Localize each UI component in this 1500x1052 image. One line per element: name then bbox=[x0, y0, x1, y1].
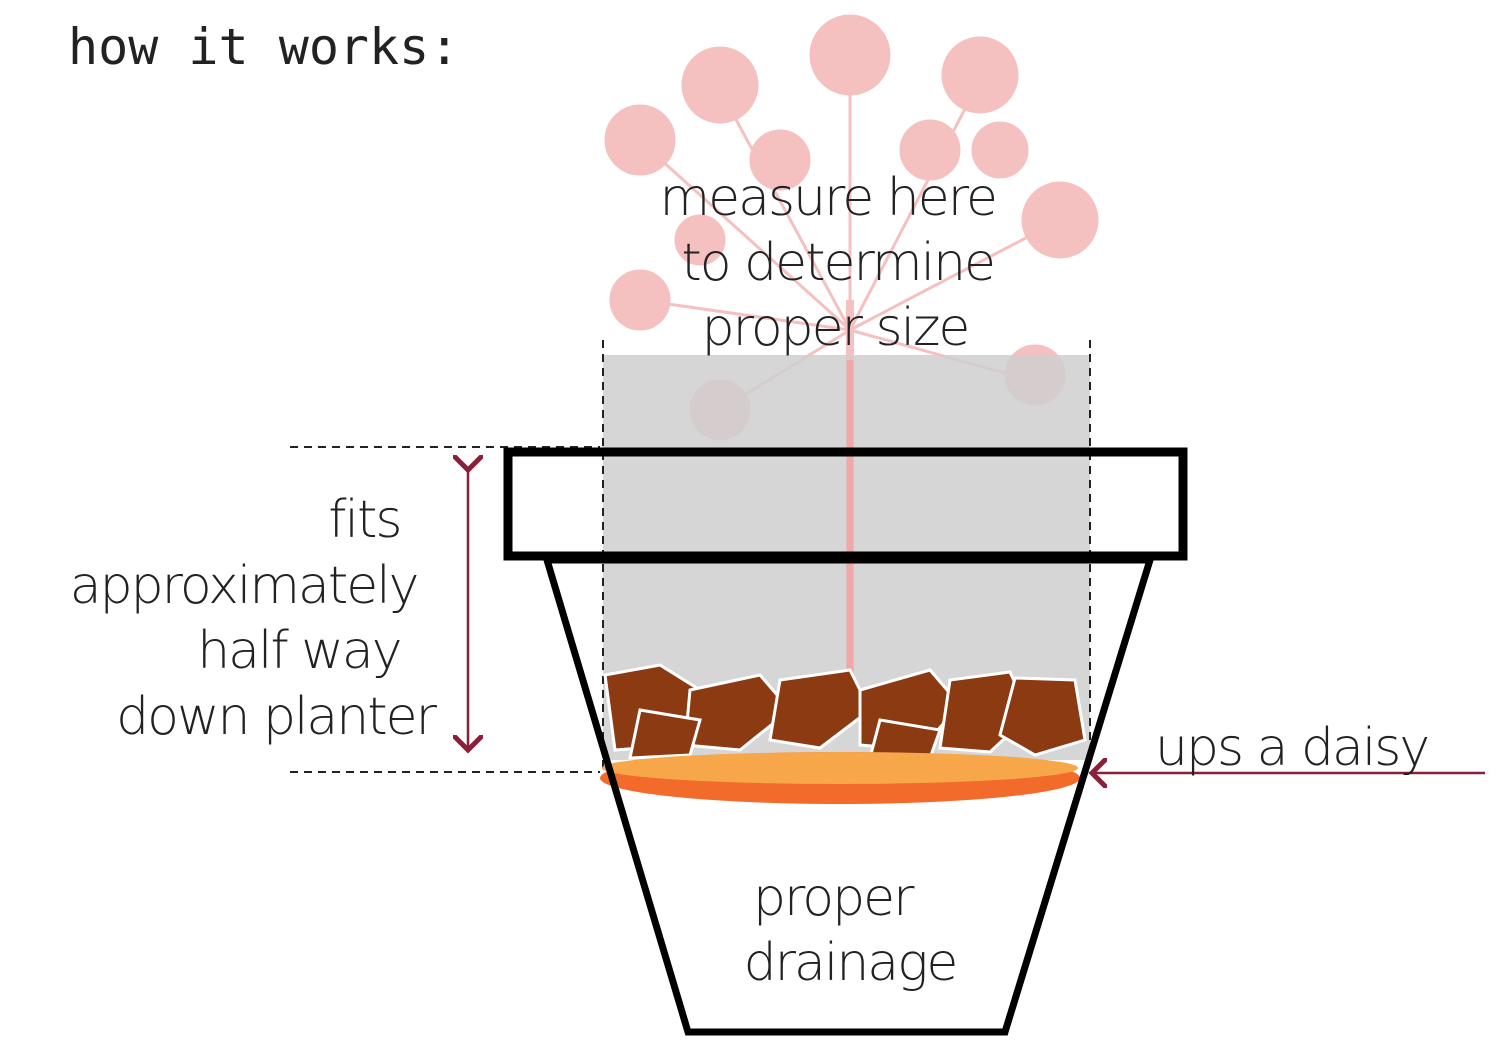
diagram-title: how it works: bbox=[68, 18, 459, 76]
daisy-label: ups a daisy bbox=[1155, 718, 1428, 778]
pot-rim bbox=[503, 447, 1188, 561]
saucer-top bbox=[602, 752, 1078, 784]
fits-label: fits approximately half way down planter bbox=[70, 490, 438, 747]
measure-label: measure here to determine proper size bbox=[659, 168, 1010, 358]
drainage-label: proper drainage bbox=[744, 868, 957, 993]
drainage-rocks bbox=[603, 663, 1087, 760]
